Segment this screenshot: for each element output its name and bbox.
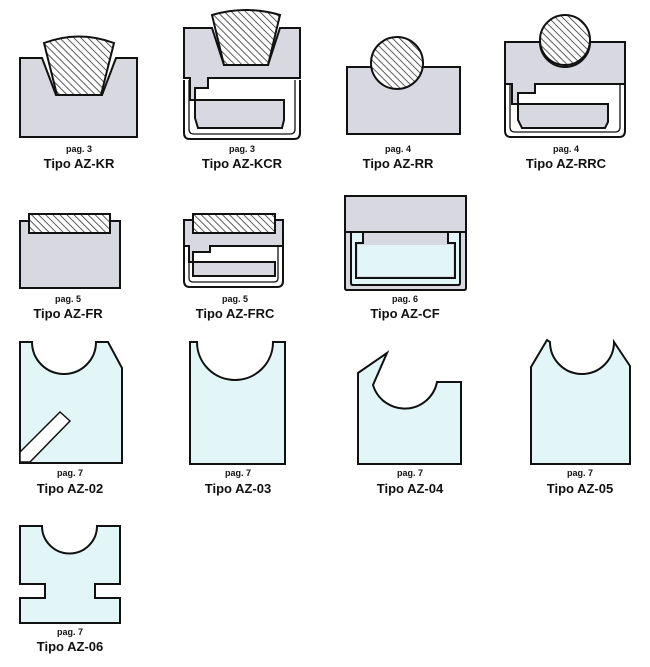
profile-az-rr: pag. 4 Tipo AZ-RR bbox=[346, 36, 461, 171]
profile-az-06: pag. 7 Tipo AZ-06 bbox=[19, 525, 121, 654]
az-kcr-title: Tipo AZ-KCR bbox=[202, 156, 283, 171]
az-kr-page: pag. 3 bbox=[66, 144, 92, 154]
profile-az-04: pag. 7 Tipo AZ-04 bbox=[357, 350, 462, 496]
az-rrc-channel-inner bbox=[509, 84, 621, 133]
az-02-page: pag. 7 bbox=[57, 468, 83, 478]
profile-az-02: pag. 7 Tipo AZ-02 bbox=[19, 341, 123, 496]
az-kcr-channel-outer bbox=[183, 80, 301, 140]
az-frc-title: Tipo AZ-FRC bbox=[196, 306, 275, 321]
az-frc-channel-inner bbox=[188, 246, 279, 283]
profile-az-05: pag. 7 Tipo AZ-05 bbox=[530, 338, 631, 496]
profile-az-kcr: pag. 3 Tipo AZ-KCR bbox=[183, 9, 301, 171]
az-kr-body bbox=[19, 57, 138, 138]
az-rrc-round-insert bbox=[539, 14, 591, 66]
az-04-body bbox=[357, 350, 462, 465]
az-05-title: Tipo AZ-05 bbox=[547, 481, 613, 496]
profile-az-rrc: pag. 4 Tipo AZ-RRC bbox=[504, 14, 626, 171]
az-fr-title: Tipo AZ-FR bbox=[33, 306, 103, 321]
az-05-page: pag. 7 bbox=[567, 468, 593, 478]
az-04-page: pag. 7 bbox=[397, 468, 423, 478]
profile-az-kr: pag. 3 Tipo AZ-KR bbox=[19, 35, 138, 171]
profile-az-fr: pag. 5 Tipo AZ-FR bbox=[19, 213, 121, 321]
az-02-slot bbox=[19, 410, 72, 463]
az-cf-cap bbox=[344, 195, 467, 233]
az-06-title: Tipo AZ-06 bbox=[37, 639, 103, 654]
az-06-page: pag. 7 bbox=[57, 627, 83, 637]
az-03-page: pag. 7 bbox=[225, 468, 251, 478]
az-cf-page: pag. 6 bbox=[392, 294, 418, 304]
az-rrc-page: pag. 4 bbox=[553, 144, 579, 154]
az-rr-round-insert bbox=[370, 36, 424, 90]
az-rrc-channel-outer bbox=[504, 84, 626, 138]
az-03-body bbox=[189, 341, 286, 465]
az-kcr-body bbox=[183, 27, 301, 129]
az-05-body bbox=[530, 338, 631, 465]
az-kcr-page: pag. 3 bbox=[229, 144, 255, 154]
profile-az-cf: pag. 6 Tipo AZ-CF bbox=[344, 195, 467, 321]
az-02-title: Tipo AZ-02 bbox=[37, 481, 103, 496]
az-kcr-wedge-insert bbox=[210, 9, 282, 66]
az-rr-title: Tipo AZ-RR bbox=[363, 156, 434, 171]
az-rrc-title: Tipo AZ-RRC bbox=[526, 156, 607, 171]
az-fr-flat-insert bbox=[28, 213, 111, 234]
profile-az-frc: pag. 5 Tipo AZ-FRC bbox=[183, 213, 284, 321]
az-frc-channel-outer bbox=[183, 246, 284, 288]
az-kcr-channel-inner bbox=[188, 80, 296, 135]
az-kr-wedge-insert bbox=[42, 35, 116, 96]
az-cf-channel-inner bbox=[350, 231, 461, 286]
profile-az-03: pag. 7 Tipo AZ-03 bbox=[189, 341, 286, 496]
az-03-title: Tipo AZ-03 bbox=[205, 481, 271, 496]
az-frc-page: pag. 5 bbox=[222, 294, 248, 304]
az-06-body bbox=[19, 525, 121, 624]
az-04-title: Tipo AZ-04 bbox=[377, 481, 444, 496]
az-fr-page: pag. 5 bbox=[55, 294, 81, 304]
az-rr-page: pag. 4 bbox=[385, 144, 411, 154]
az-frc-flat-insert bbox=[192, 213, 276, 234]
az-kr-title: Tipo AZ-KR bbox=[44, 156, 115, 171]
az-cf-channel-fill bbox=[358, 245, 453, 276]
az-cf-title: Tipo AZ-CF bbox=[370, 306, 439, 321]
